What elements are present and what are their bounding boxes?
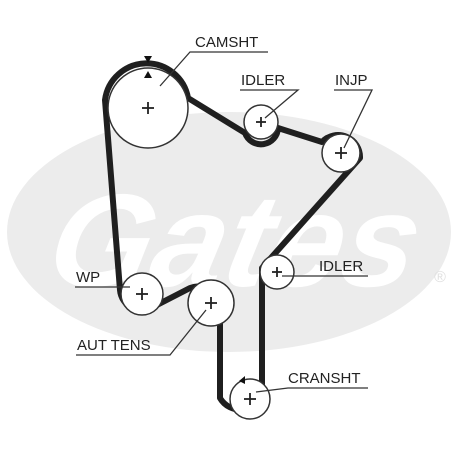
plus-icon (205, 297, 217, 309)
leader-camshaft (159, 51, 268, 87)
crankshaft-timing-mark (239, 376, 245, 384)
watermark-registered-mark: ® (434, 269, 446, 286)
triangle-marker-icon (239, 376, 245, 384)
plus-icon (335, 147, 347, 159)
triangle-marker-icon (144, 56, 152, 63)
pulley-idler-top (243, 104, 279, 140)
pulley-water-pump (120, 272, 164, 316)
label-water-pump: WP (76, 269, 100, 286)
label-injection-pump: INJP (335, 72, 368, 89)
label-idler-right: IDLER (319, 258, 363, 275)
label-crankshaft: CRANSHT (288, 370, 361, 387)
plus-icon (142, 102, 154, 114)
leader-lines (75, 51, 374, 393)
label-auto-tensioner: AUT TENS (77, 337, 151, 354)
camshaft-timing-mark (144, 56, 152, 78)
leader-injection-pump (334, 89, 374, 149)
pulley-idler-right (259, 254, 295, 290)
plus-icon (272, 267, 282, 277)
pulley-camshaft (107, 67, 189, 149)
pulley-crankshaft (229, 378, 271, 420)
leader-auto-tensioner (76, 309, 207, 356)
label-idler-top: IDLER (241, 72, 285, 89)
pulley-auto-tensioner (187, 279, 235, 327)
pulley-injection-pump (321, 133, 361, 173)
plus-icon (256, 117, 266, 127)
watermark-brand: Gates (37, 167, 435, 314)
leader-idler-top (240, 89, 300, 119)
plus-icon (244, 393, 256, 405)
leader-crankshaft (255, 387, 368, 393)
label-camshaft: CAMSHT (195, 34, 258, 51)
triangle-marker-icon (144, 71, 152, 78)
plus-icon (136, 288, 148, 300)
